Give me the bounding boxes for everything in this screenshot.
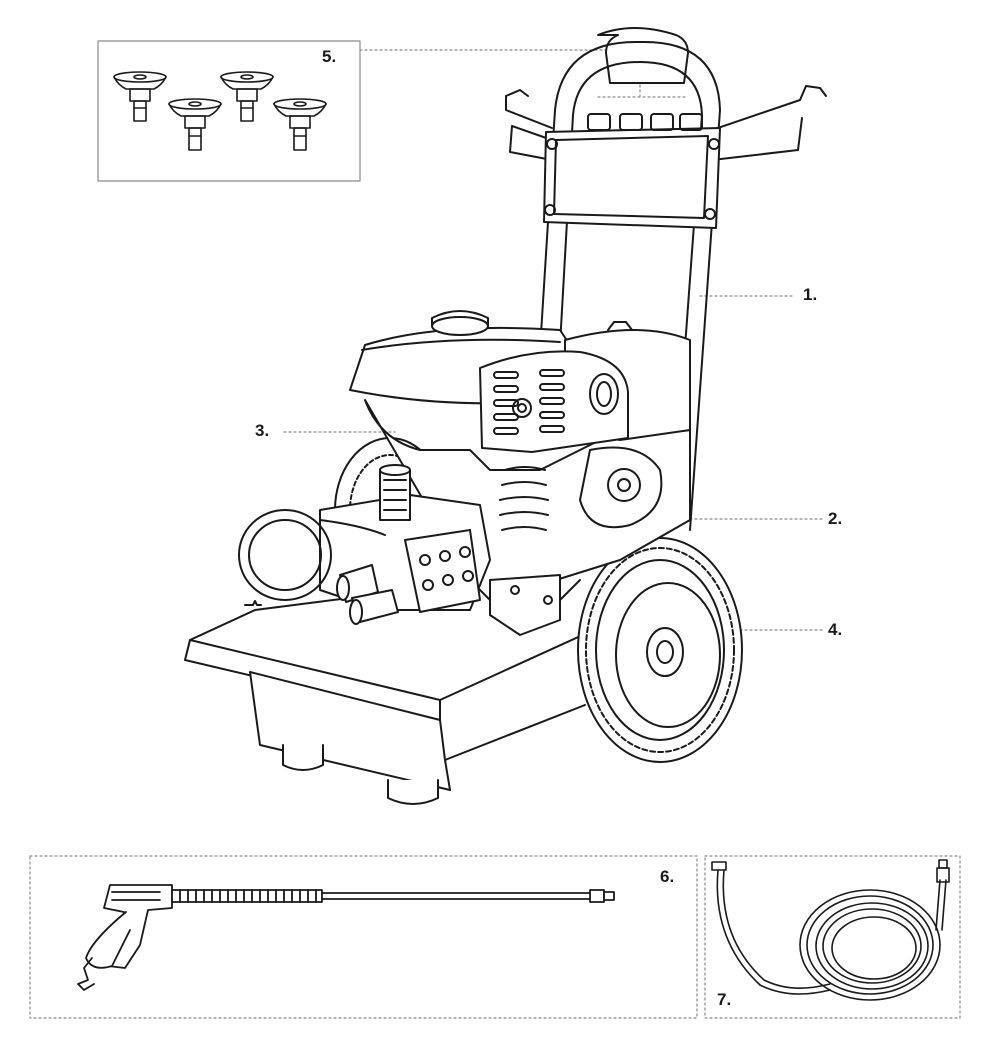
callout-pump: 3. [255,421,270,440]
nozzle-inset-box [97,40,361,182]
nozzle-tip-3 [220,71,274,122]
callout-engine: 2. [828,509,843,528]
spray-gun [77,884,615,991]
callout-frame: 1. [803,285,818,304]
callout-hose: 7. [717,990,732,1009]
front-wheel [577,537,743,763]
pressure-hose [711,859,950,1001]
spray-gun-panel [29,855,698,1019]
hose-panel [704,855,961,1019]
frame [184,27,827,805]
engine [349,310,691,636]
callout-nozzles: 5. [322,47,337,66]
pump [238,464,491,625]
callout-wheel: 4. [828,620,843,639]
callout-spray-gun: 6. [660,867,675,886]
nozzle-tip-4 [273,98,327,151]
nozzle-tip-1 [113,71,167,122]
nozzle-tip-2 [168,98,222,151]
